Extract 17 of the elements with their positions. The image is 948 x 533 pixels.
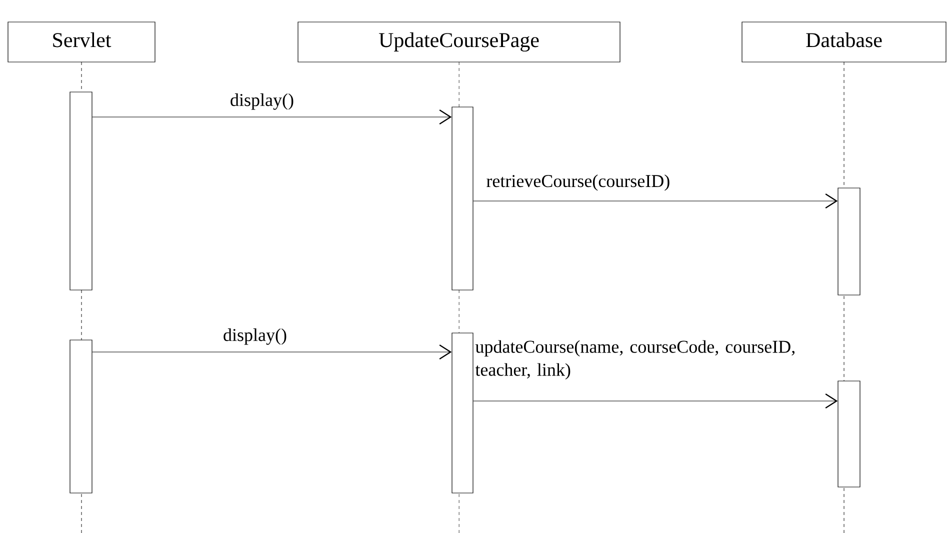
message-arrow bbox=[473, 394, 838, 408]
object-box: UpdateCoursePage bbox=[298, 22, 620, 62]
activation-bar bbox=[70, 340, 92, 494]
activation-bar bbox=[452, 106, 474, 290]
activation-bar bbox=[838, 380, 860, 488]
message-arrow bbox=[92, 344, 452, 360]
message-label: updateCourse(name, courseCode, courseID, teacher, link) bbox=[475, 340, 794, 380]
activation-bar bbox=[70, 92, 92, 290]
object-box: Servlet bbox=[8, 22, 156, 62]
activation-bar bbox=[452, 332, 474, 494]
message-arrow bbox=[473, 194, 838, 208]
message-label: display() bbox=[230, 93, 294, 110]
message-label: retrieveCourse(courseID) bbox=[486, 174, 670, 191]
message-label: display() bbox=[224, 328, 286, 345]
message-arrow bbox=[92, 109, 452, 124]
object-box: Database bbox=[742, 22, 946, 62]
activation-bar bbox=[838, 188, 860, 296]
